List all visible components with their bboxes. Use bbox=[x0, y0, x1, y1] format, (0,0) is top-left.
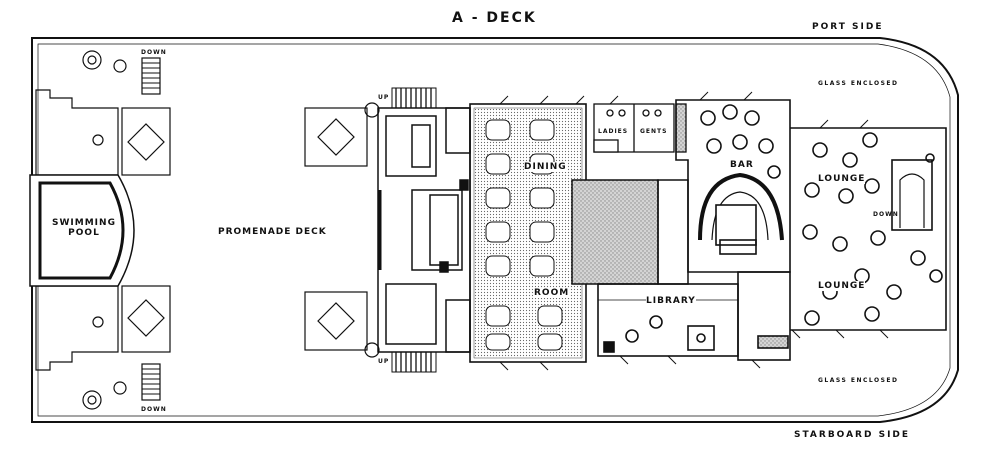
stair-treads bbox=[142, 62, 160, 395]
pool-label-line1: SWIMMING bbox=[52, 218, 116, 228]
pool-label-line2: POOL bbox=[68, 228, 100, 238]
starboard-side-label: STARBOARD SIDE bbox=[794, 430, 911, 440]
toilets bbox=[593, 103, 687, 153]
galley-core bbox=[571, 179, 659, 285]
port-side-label: PORT SIDE bbox=[812, 22, 884, 32]
room-label: ROOM bbox=[534, 288, 570, 298]
lounge-upper-label: LOUNGE bbox=[818, 174, 866, 184]
library-area bbox=[597, 283, 739, 357]
glass-enclosed-top-label: GLASS ENCLOSED bbox=[818, 80, 899, 87]
lounge-lower-label: LOUNGE bbox=[818, 281, 866, 291]
promenade-label: PROMENADE DECK bbox=[218, 227, 327, 237]
lounge-area bbox=[737, 127, 947, 361]
bar-label: BAR bbox=[730, 160, 754, 170]
pool-label: SWIMMING POOL bbox=[52, 218, 116, 238]
ladies-label: LADIES bbox=[598, 128, 629, 135]
window-marks bbox=[499, 91, 889, 371]
deck-title: A - DECK bbox=[452, 10, 537, 26]
stairs-up-top-label: UP bbox=[378, 94, 390, 101]
bar-area bbox=[675, 99, 791, 273]
promenade-planters bbox=[304, 102, 380, 358]
pool-area bbox=[29, 50, 171, 410]
stairs-down-bottom-label: DOWN bbox=[141, 406, 167, 413]
hull-outline bbox=[31, 37, 959, 423]
dining-tables bbox=[485, 119, 563, 351]
stairs-down-lounge-label: DOWN bbox=[873, 211, 899, 218]
library-label: LIBRARY bbox=[646, 296, 696, 306]
stairs-down-top-label: DOWN bbox=[141, 49, 167, 56]
service-block bbox=[377, 107, 471, 353]
glass-enclosed-bottom-label: GLASS ENCLOSED bbox=[818, 377, 899, 384]
dining-label: DINING bbox=[524, 162, 567, 172]
stairs-up-bottom-label: UP bbox=[378, 358, 390, 365]
gents-label: GENTS bbox=[640, 128, 668, 135]
